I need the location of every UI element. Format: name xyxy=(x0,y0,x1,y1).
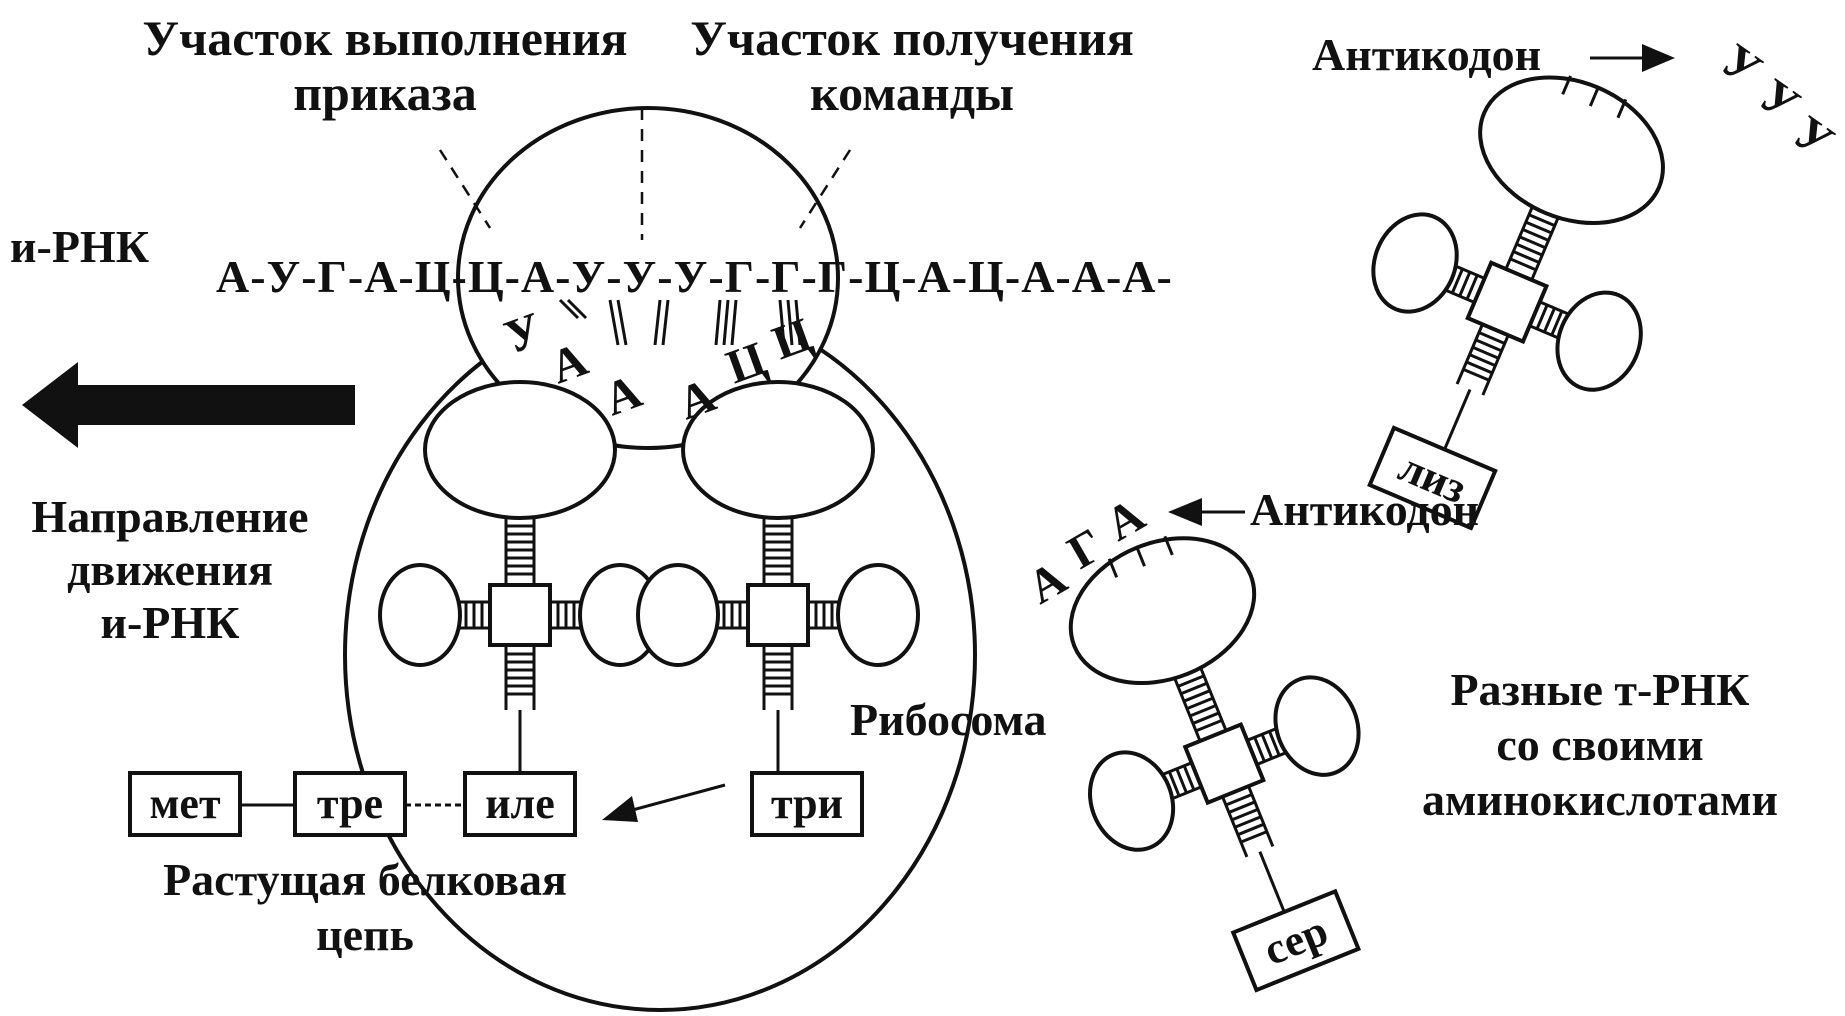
different-trna-label-line1: Разные т-РНК xyxy=(1450,664,1749,715)
execution-site-label-line2: приказа xyxy=(293,65,477,121)
trna-lys: лиз xyxy=(1291,33,1727,561)
growing-chain-label-line2: цепь xyxy=(316,909,414,960)
top-anticodon-base-1: У xyxy=(1712,34,1771,98)
execution-site-label-line1: Участок выполнения xyxy=(142,10,627,66)
anticodon-top-arrowhead xyxy=(1642,44,1675,72)
ribosome-label: Рибосома xyxy=(850,694,1047,745)
amino-acid-met: мет xyxy=(149,779,221,828)
anticodon-mid-label: Антикодон xyxy=(1250,484,1479,535)
trna-ser: сер xyxy=(1007,495,1437,1016)
anticodon-mid-arrowhead xyxy=(1168,498,1202,526)
mid-anticodon-base-1: А xyxy=(1019,551,1076,614)
direction-label-line1: Направление xyxy=(31,491,308,542)
amino-acid-tre: тре xyxy=(317,779,383,828)
mrna-label: и-РНК xyxy=(10,221,149,272)
mrna-direction-arrowhead xyxy=(22,362,78,448)
direction-label-line3: и-РНК xyxy=(100,597,239,648)
receiving-site-label-line2: команды xyxy=(810,65,1014,121)
growing-protein-chain: мет тре иле три xyxy=(130,773,862,835)
receiving-site-label-line1: Участок получения xyxy=(690,10,1134,66)
growing-chain-label-line1: Растущая белковая xyxy=(163,854,567,905)
mrna-direction-arrow-shaft xyxy=(70,385,355,425)
amino-acid-tri: три xyxy=(771,779,843,828)
anticodon-top-label: Антикодон xyxy=(1312,29,1541,80)
different-trna-label-line2: со своими xyxy=(1496,719,1703,770)
mrna-sequence: А-У-Г-А-Ц-Ц-А-У-У-У-Г-Г-Г-Ц-А-Ц-А-А-А- xyxy=(216,251,1173,302)
top-anticodon-base-2: У xyxy=(1750,69,1809,133)
direction-label-line2: движения xyxy=(67,544,273,595)
different-trna-label-line3: аминокислотами xyxy=(1422,774,1778,825)
top-anticodon-base-3: У xyxy=(1784,106,1843,170)
mid-anticodon-base-3: А xyxy=(1097,488,1154,551)
amino-acid-ile: иле xyxy=(485,779,555,828)
